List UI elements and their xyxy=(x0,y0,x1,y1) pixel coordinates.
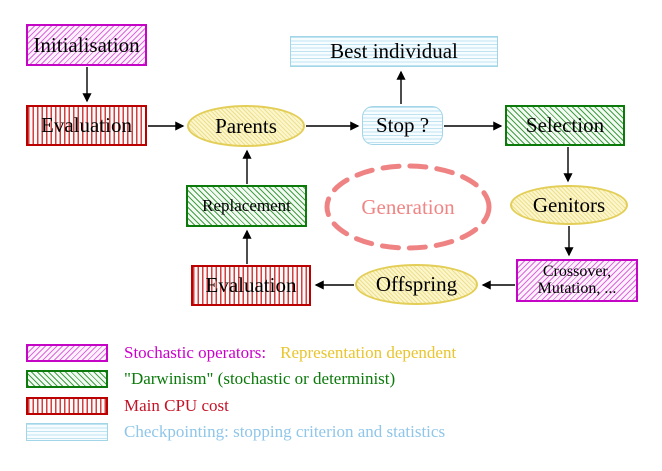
legend-label-darwinism: "Darwinism" (stochastic or determinist) xyxy=(124,369,396,388)
node-stop-label: Stop ? xyxy=(375,113,430,138)
node-initialisation: Initialisation xyxy=(26,24,147,66)
node-offspring-label: Offspring xyxy=(375,272,458,297)
node-genitors-label: Genitors xyxy=(532,192,606,217)
node-evaluation-top: Evaluation xyxy=(26,105,147,146)
node-crossover-mutation: Crossover, Mutation, ... xyxy=(516,259,638,302)
legend-label-stochastic-operators: Stochastic operators: xyxy=(124,343,267,362)
node-initialisation-label: Initialisation xyxy=(33,32,140,57)
node-crossover-label-line1: Crossover, xyxy=(542,262,612,280)
node-stop: Stop ? xyxy=(362,106,443,145)
node-offspring: Offspring xyxy=(355,264,478,305)
node-crossover-label-line2: Mutation, ... xyxy=(537,279,617,297)
node-evaluation-top-label: Evaluation xyxy=(41,113,132,138)
legend-label-main-cpu-cost: Main CPU cost xyxy=(124,396,229,415)
node-best-individual-label: Best individual xyxy=(330,39,458,64)
node-parents: Parents xyxy=(187,105,305,147)
legend-swatch-stochastic-operators xyxy=(26,344,108,362)
legend-swatch-main-cpu-cost xyxy=(26,397,108,415)
generation-cycle-label-area: Generation xyxy=(327,166,489,248)
node-replacement-label: Replacement xyxy=(202,196,291,216)
node-replacement: Replacement xyxy=(186,185,307,227)
legend-item-stochastic-operators: Stochastic operators: Representation dep… xyxy=(26,342,456,364)
legend-label-representation-dependent: Representation dependent xyxy=(280,343,457,362)
node-evaluation-bottom: Evaluation xyxy=(191,265,311,306)
node-parents-label: Parents xyxy=(215,113,277,138)
node-selection-label: Selection xyxy=(525,113,605,138)
node-genitors: Genitors xyxy=(510,185,628,225)
legend-item-darwinism: "Darwinism" (stochastic or determinist) xyxy=(26,368,395,390)
legend-swatch-darwinism xyxy=(26,370,108,388)
node-selection: Selection xyxy=(505,105,625,146)
legend-item-main-cpu-cost: Main CPU cost xyxy=(26,395,229,417)
node-evaluation-bottom-label: Evaluation xyxy=(205,273,297,298)
legend-label-checkpointing: Checkpointing: stopping criterion and st… xyxy=(124,422,446,441)
legend-swatch-checkpointing xyxy=(26,423,108,441)
generation-label: Generation xyxy=(361,194,455,219)
legend-item-checkpointing: Checkpointing: stopping criterion and st… xyxy=(26,421,445,443)
node-best-individual: Best individual xyxy=(290,36,498,67)
